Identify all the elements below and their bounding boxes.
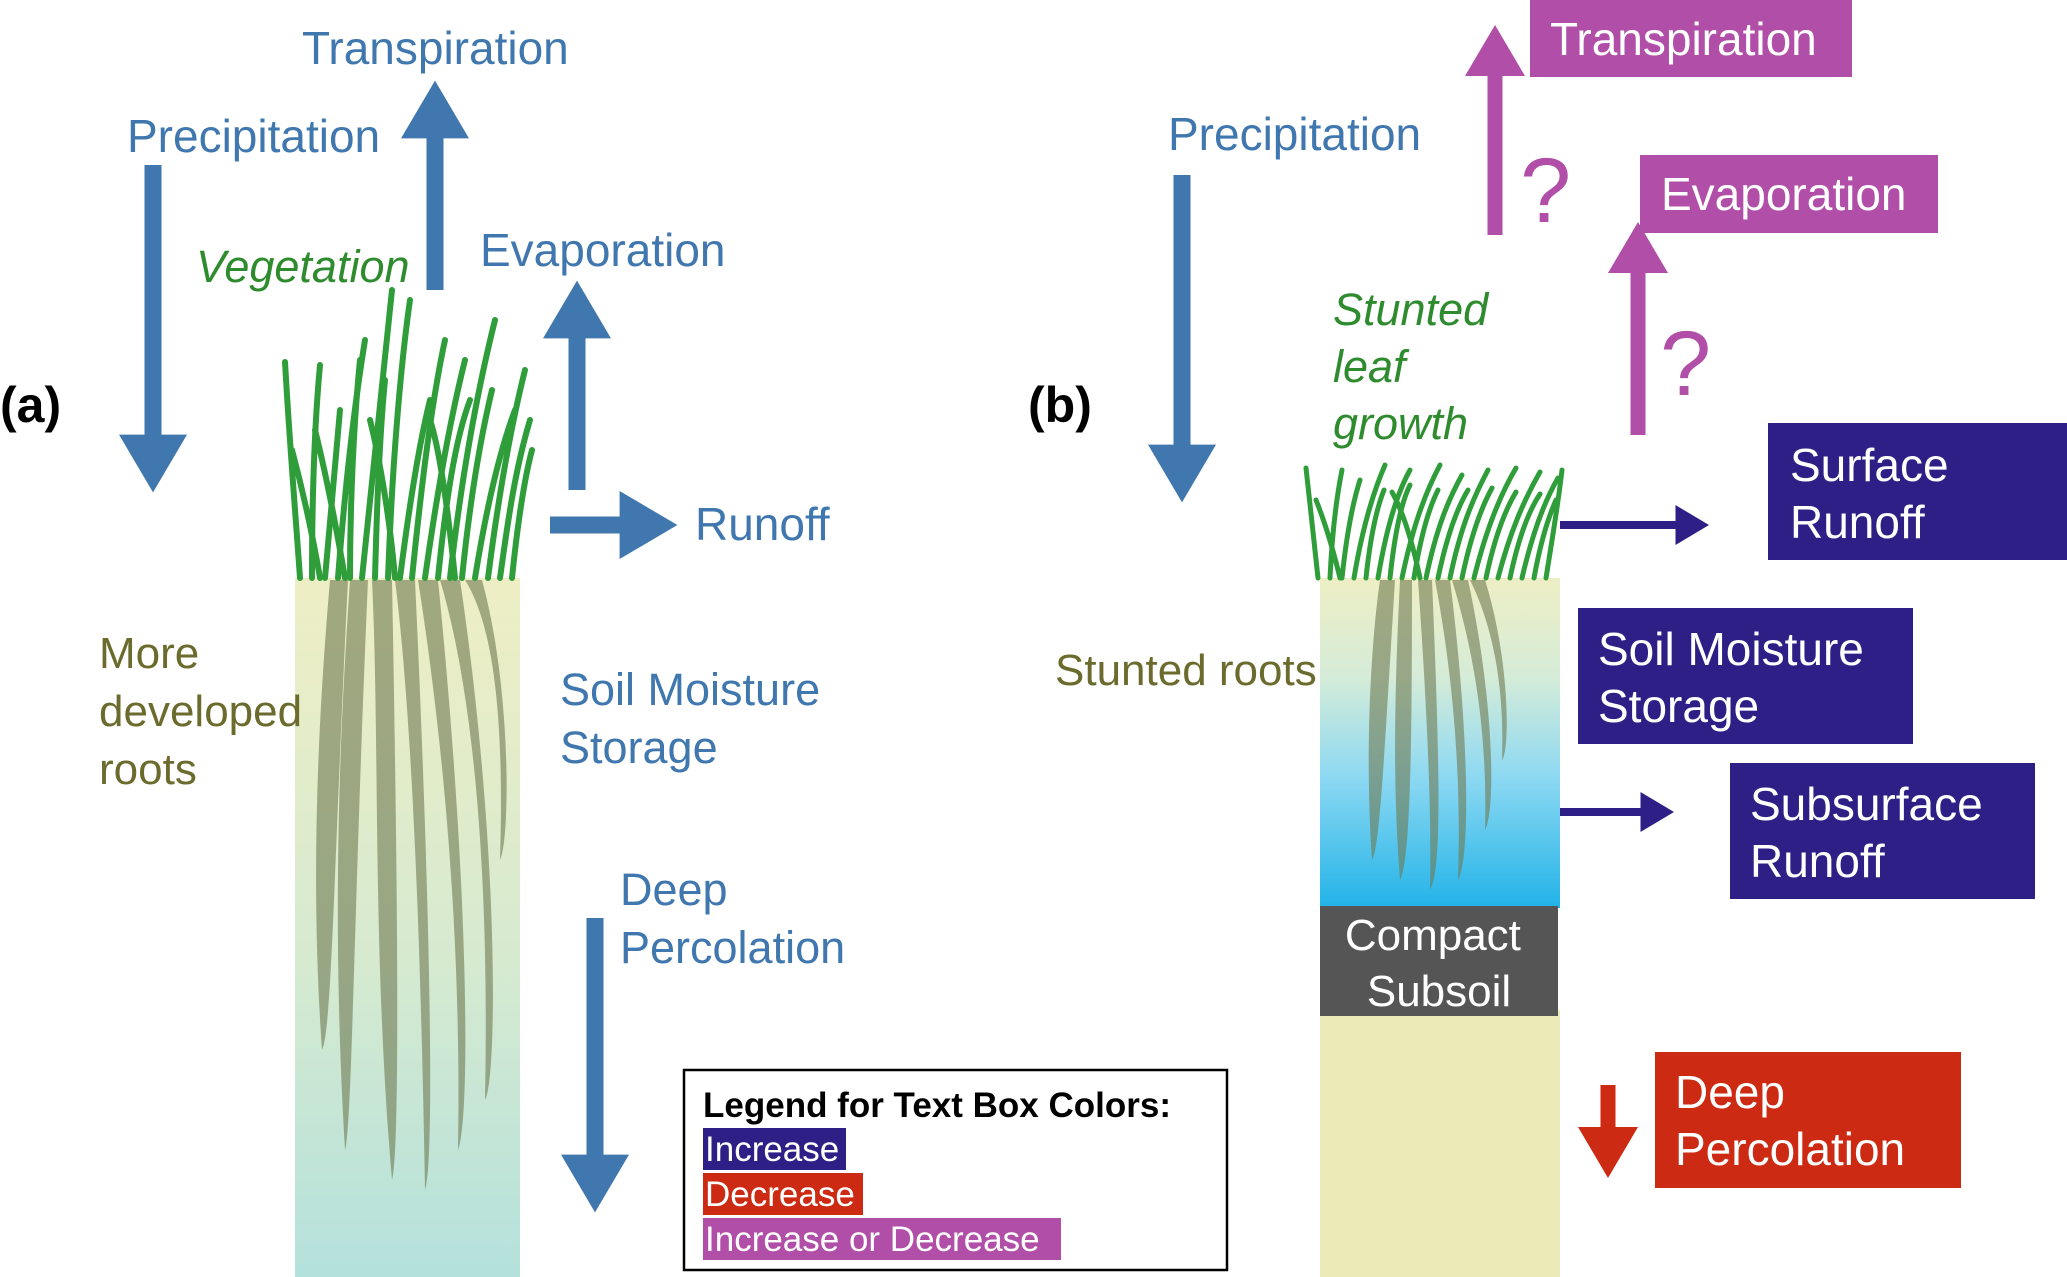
legend-title: Legend for Text Box Colors:	[703, 1086, 1171, 1125]
surface-runoff-box	[1768, 423, 2067, 560]
stunted-leaf-label: Stunted leaf growth	[1333, 284, 1501, 449]
soil-moisture-label-a: Soil Moisture Storage	[560, 664, 833, 773]
panel-a-tag: (a)	[0, 377, 61, 433]
panel-a: (a) Precipitation Transpiration Vegetati…	[0, 22, 845, 1277]
precipitation-label-a: Precipitation	[127, 110, 380, 162]
soil-moisture-box-b	[1578, 608, 1913, 744]
deep-percolation-label-a: Deep Percolation	[620, 864, 845, 973]
question-mark-evaporation: ?	[1660, 313, 1711, 415]
surface-runoff-label: Surface Runoff	[1790, 439, 1961, 548]
panel-b: Compact Subsoil (b) Precipitation ? ? St…	[1028, 0, 2067, 1277]
legend-decrease: Decrease	[705, 1175, 855, 1214]
stunted-roots-label: Stunted roots	[1055, 646, 1317, 695]
evaporation-box-b	[1640, 155, 1938, 233]
compact-subsoil-box	[1320, 906, 1558, 1016]
transpiration-box-b	[1530, 0, 1852, 77]
legend-swatch-decrease	[703, 1173, 863, 1215]
transpiration-label-b: Transpiration	[1550, 13, 1817, 65]
subsurface-runoff-label: Subsurface Runoff	[1750, 778, 1995, 887]
evaporation-label-a: Evaporation	[480, 224, 726, 276]
roots-a	[316, 580, 507, 1190]
legend-swatch-increase-or-decrease	[703, 1218, 1061, 1260]
precipitation-label-b: Precipitation	[1168, 108, 1421, 160]
legend-swatch-increase	[703, 1128, 846, 1170]
legend: Legend for Text Box Colors: Increase Dec…	[682, 1068, 1229, 1272]
roots-label-a: More developed roots	[99, 629, 314, 794]
evaporation-label-b: Evaporation	[1661, 168, 1907, 220]
soil-moisture-label-b: Soil Moisture Storage	[1598, 623, 1877, 732]
compact-subsoil-label: Compact Subsoil	[1345, 911, 1533, 1016]
legend-increase: Increase	[705, 1130, 839, 1169]
deep-percolation-label-b: Deep Percolation	[1675, 1066, 1905, 1175]
grass-b	[1303, 462, 1565, 581]
transpiration-label-a: Transpiration	[302, 22, 569, 74]
deep-percolation-box-b	[1655, 1052, 1961, 1188]
runoff-label-a: Runoff	[695, 498, 830, 550]
legend-increase-or-decrease: Increase or Decrease	[705, 1220, 1040, 1259]
soil-column-b-water	[1320, 578, 1560, 908]
panel-b-tag: (b)	[1028, 377, 1092, 433]
roots-b	[1368, 580, 1507, 890]
grass-a	[282, 287, 535, 581]
soil-column-b-lower	[1320, 1010, 1560, 1277]
question-mark-transpiration: ?	[1520, 140, 1571, 242]
subsurface-runoff-box	[1730, 763, 2035, 899]
vegetation-label: Vegetation	[196, 241, 410, 292]
